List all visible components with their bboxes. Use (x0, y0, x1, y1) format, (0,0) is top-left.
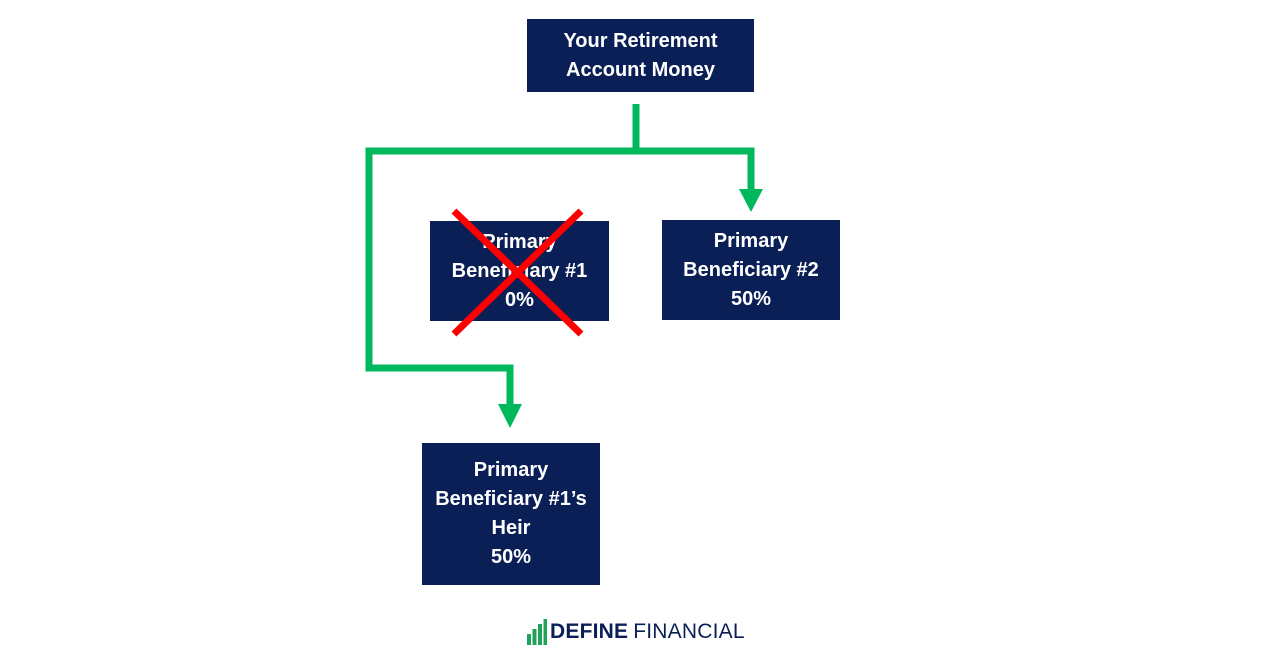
node-label-line: Account Money (566, 58, 715, 81)
node-beneficiary-1-heir: Primary Beneficiary #1’s Heir 50% (422, 443, 600, 585)
node-label-line: Your Retirement (563, 29, 718, 52)
logo-wordmark-bold: DEFINE (550, 620, 629, 643)
node-primary-beneficiary-2: Primary Beneficiary #2 50% (662, 220, 840, 320)
node-label-line: Heir (491, 517, 531, 539)
connector-line (632, 104, 755, 192)
logo-wordmark-light: FINANCIAL (633, 620, 745, 643)
node-percentage: 50% (730, 287, 772, 310)
arrowhead-down-icon (498, 404, 522, 428)
node-label-line: Primary (473, 459, 549, 481)
node-percentage: 0% (505, 288, 534, 311)
node-label-line: Primary (713, 229, 789, 252)
node-label-line: Beneficiary #2 (683, 258, 819, 281)
node-percentage: 50% (490, 546, 532, 568)
node-primary-beneficiary-1: Primary Beneficiary #1 0% (430, 221, 609, 321)
define-financial-logo: DEFINE FINANCIAL (527, 618, 745, 646)
node-retirement-account: Your Retirement Account Money (527, 19, 754, 92)
arrowhead-down-icon (739, 189, 763, 212)
connector-root-to-beneficiary-2 (632, 104, 763, 212)
node-label-line: Beneficiary #1’s (435, 488, 587, 510)
node-label-line: Primary (482, 230, 557, 253)
bar-chart-logo-icon (527, 619, 547, 645)
node-label-line: Beneficiary #1 (451, 259, 588, 282)
